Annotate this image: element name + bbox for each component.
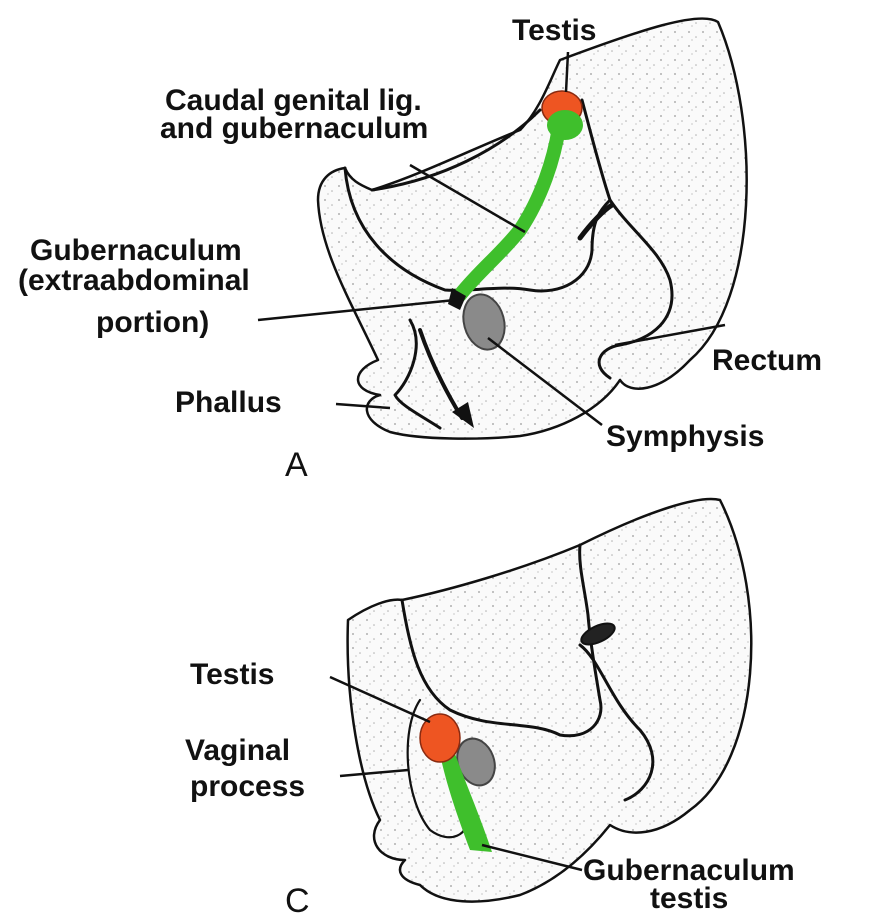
label-vaginal-line1-c: Vaginal bbox=[185, 734, 290, 767]
label-gub-line2-a: (extraabdominal bbox=[18, 264, 250, 297]
panel-letter-c: C bbox=[285, 882, 310, 917]
label-rectum-a: Rectum bbox=[712, 344, 822, 377]
label-caudal-line2-a: and gubernaculum bbox=[160, 112, 428, 145]
label-vaginal-line2-c: process bbox=[190, 770, 305, 803]
pelvis-body-c bbox=[348, 499, 752, 902]
label-symphysis-a: Symphysis bbox=[606, 420, 764, 453]
pelvis-body-a bbox=[318, 18, 747, 438]
panel-c: Testis Vaginal process Gubernaculum test… bbox=[185, 499, 795, 917]
label-phallus-a: Phallus bbox=[175, 386, 282, 419]
label-testis-a: Testis bbox=[512, 14, 596, 47]
label-gub-line1-a: Gubernaculum bbox=[30, 234, 242, 267]
panel-a: Testis Caudal genital lig. and gubernacu… bbox=[18, 14, 822, 484]
gubernaculum-cap-a bbox=[547, 110, 583, 140]
label-gub-line3-a: portion) bbox=[96, 306, 209, 339]
label-gub-line2-c: testis bbox=[650, 882, 728, 915]
label-testis-c: Testis bbox=[190, 658, 274, 691]
panel-letter-a: A bbox=[285, 446, 308, 484]
